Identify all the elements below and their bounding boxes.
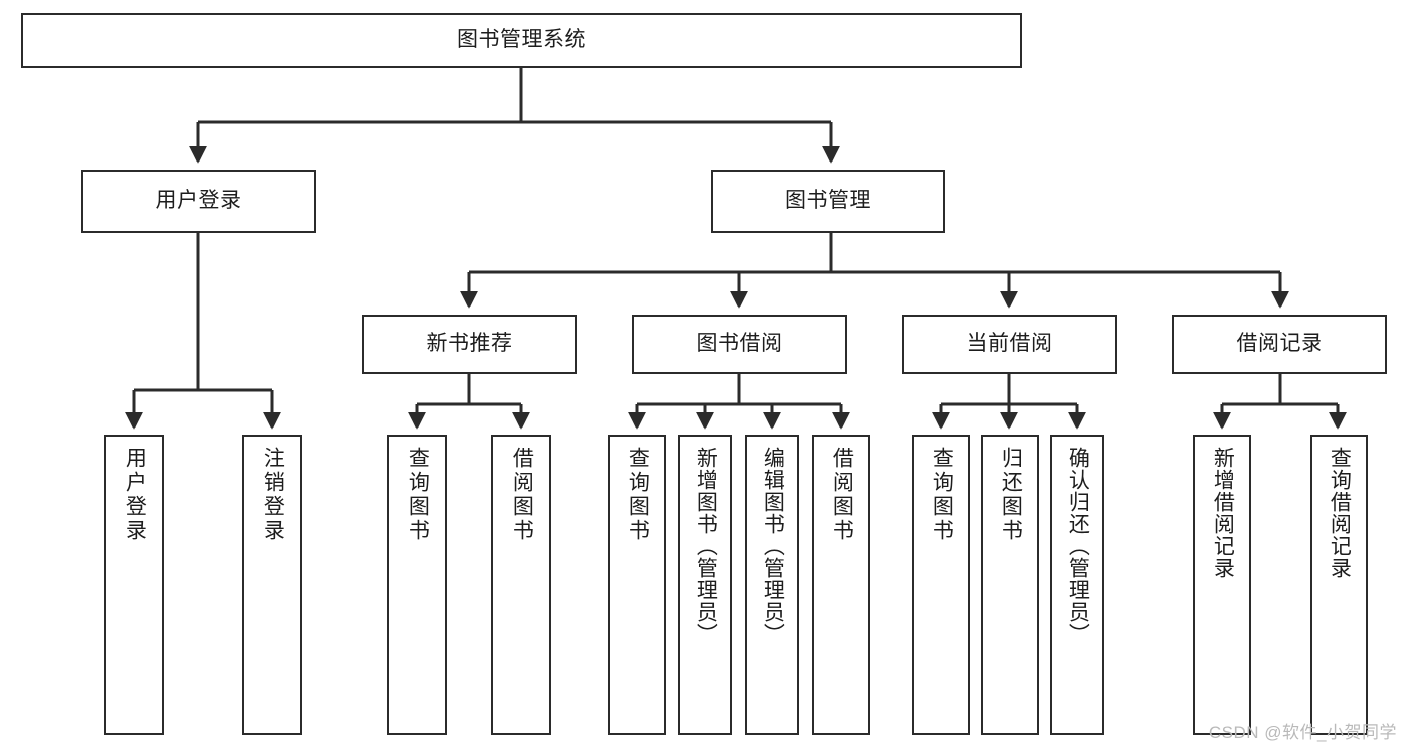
node-label: 确认归还（管理员） — [1066, 447, 1090, 645]
node-current-borrow[interactable]: 当前借阅 — [902, 315, 1117, 374]
node-book-borrow[interactable]: 图书借阅 — [632, 315, 847, 374]
node-label: 图书管理 — [785, 189, 871, 213]
node-label: 用户登录 — [155, 189, 242, 213]
node-label: 编辑图书（管理员） — [761, 447, 785, 645]
node-root-system[interactable]: 图书管理系统 — [21, 13, 1022, 68]
node-label: 归还图书 — [999, 447, 1023, 543]
node-label: 当前借阅 — [966, 332, 1053, 356]
node-label: 借阅图书 — [830, 447, 854, 543]
leaf-borrow-query-book[interactable]: 查询图书 — [608, 435, 666, 735]
leaf-current-query-book[interactable]: 查询图书 — [912, 435, 970, 735]
node-label: 新书推荐 — [426, 332, 513, 356]
leaf-record-add-record[interactable]: 新增借阅记录 — [1193, 435, 1251, 735]
node-borrow-record[interactable]: 借阅记录 — [1172, 315, 1387, 374]
node-label: 查询借阅记录 — [1328, 447, 1352, 579]
node-label: 图书管理系统 — [457, 28, 586, 52]
node-label: 用户登录 — [123, 447, 147, 543]
node-label: 新增借阅记录 — [1211, 447, 1235, 579]
node-label: 借阅记录 — [1236, 332, 1323, 356]
node-label: 新增图书（管理员） — [694, 447, 718, 645]
node-label: 查询图书 — [406, 447, 430, 543]
leaf-borrow-borrow-book[interactable]: 借阅图书 — [812, 435, 870, 735]
leaf-borrow-add-book-admin[interactable]: 新增图书（管理员） — [678, 435, 732, 735]
node-user-login[interactable]: 用户登录 — [81, 170, 316, 233]
leaf-recommend-borrow-book[interactable]: 借阅图书 — [491, 435, 551, 735]
leaf-user-login-login[interactable]: 用户登录 — [104, 435, 164, 735]
leaf-user-login-logout[interactable]: 注销登录 — [242, 435, 302, 735]
leaf-record-query-record[interactable]: 查询借阅记录 — [1310, 435, 1368, 735]
leaf-recommend-query-book[interactable]: 查询图书 — [387, 435, 447, 735]
leaf-current-return-book[interactable]: 归还图书 — [981, 435, 1039, 735]
csdn-watermark: CSDN @软件_小贺同学 — [1208, 723, 1397, 742]
node-label: 查询图书 — [930, 447, 954, 543]
leaf-borrow-edit-book-admin[interactable]: 编辑图书（管理员） — [745, 435, 799, 735]
node-label: 注销登录 — [261, 447, 285, 543]
leaf-current-confirm-return-admin[interactable]: 确认归还（管理员） — [1050, 435, 1104, 735]
node-label: 借阅图书 — [510, 447, 534, 543]
node-new-book-recommend[interactable]: 新书推荐 — [362, 315, 577, 374]
node-book-management[interactable]: 图书管理 — [711, 170, 945, 233]
node-label: 查询图书 — [626, 447, 650, 543]
node-label: 图书借阅 — [696, 332, 783, 356]
